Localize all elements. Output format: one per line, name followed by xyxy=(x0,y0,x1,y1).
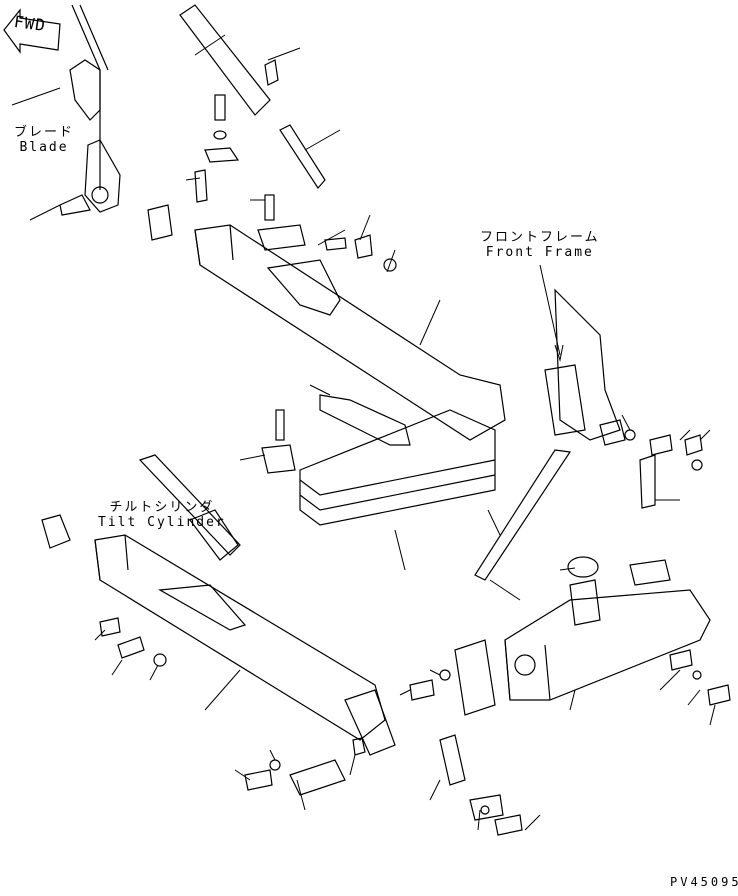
upper-components xyxy=(179,4,411,474)
leader-lines xyxy=(11,34,716,831)
tilt-cylinder xyxy=(41,454,241,561)
front-frame-label-en: Front Frame xyxy=(485,245,594,260)
blade-bracket xyxy=(59,4,173,241)
front-frame-label: フロントフレーム Front Frame xyxy=(480,230,600,260)
fwd-arrow-icon xyxy=(3,8,61,54)
front-frame-arrow xyxy=(539,264,564,362)
front-frame-label-jp: フロントフレーム xyxy=(480,230,600,245)
tilt-cylinder-label-jp: チルトシリンダ xyxy=(109,500,215,515)
drawing-code: PV45095 xyxy=(670,875,738,889)
blade-label: ブレード Blade xyxy=(14,125,74,155)
lower-frame xyxy=(94,534,396,756)
lower-components xyxy=(99,617,523,836)
tilt-cylinder-label: チルトシリンダ Tilt Cylinder xyxy=(98,500,226,530)
blade-label-jp: ブレード xyxy=(14,125,75,140)
upper-frame xyxy=(194,224,506,526)
tilt-cylinder-label-en: Tilt Cylinder xyxy=(98,515,226,530)
blade-label-en: Blade xyxy=(19,140,69,155)
front-frame xyxy=(474,288,731,706)
